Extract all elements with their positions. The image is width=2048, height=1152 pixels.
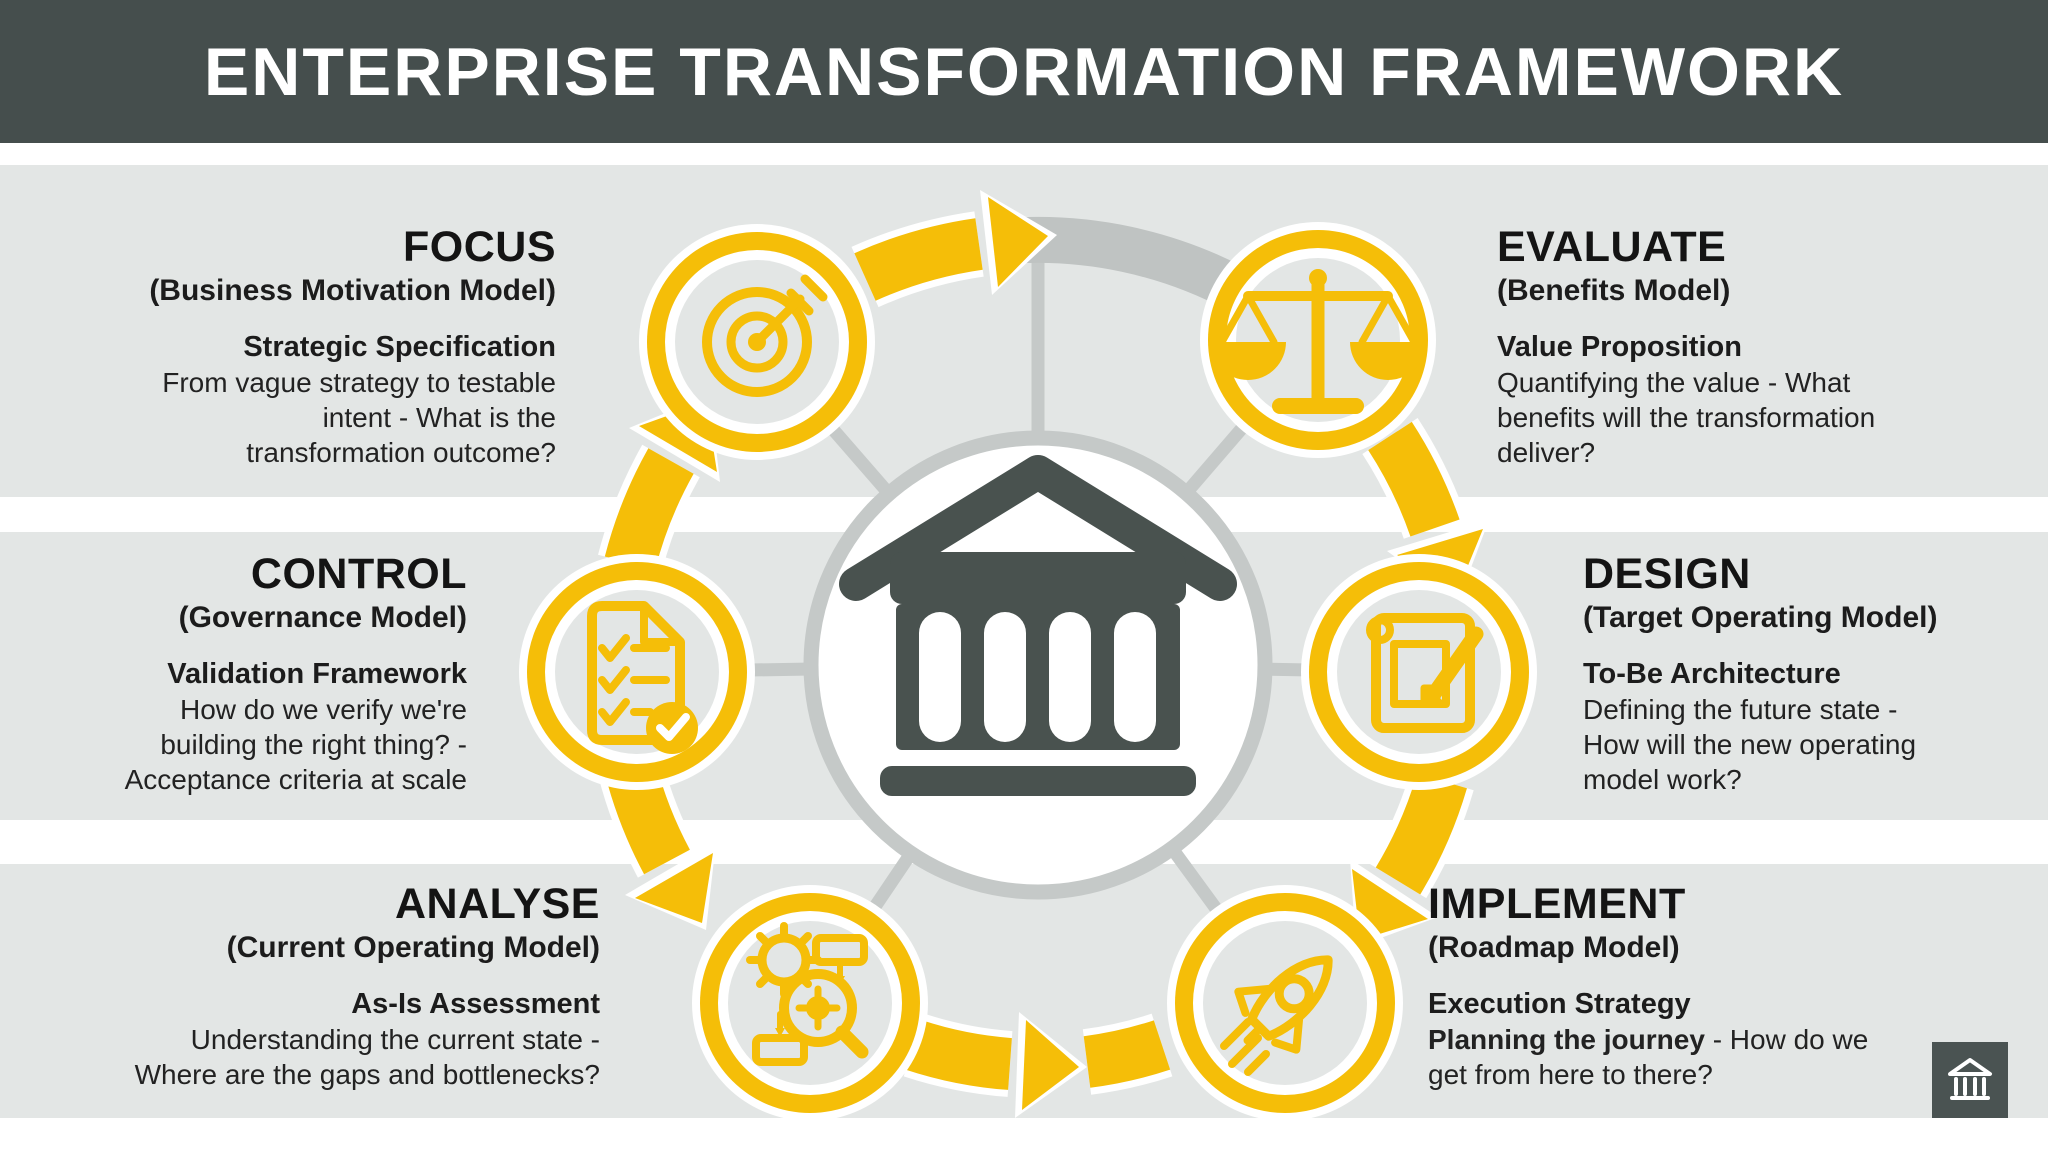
- stage-implement-model: (Roadmap Model): [1428, 931, 1680, 964]
- arrow-analyse-to-implement: [903, 1012, 1173, 1118]
- header-bar: ENTERPRISE TRANSFORMATION FRAMEWORK: [0, 0, 2048, 143]
- stage-evaluate: EVALUATE (Benefits Model) Value Proposit…: [1497, 222, 1875, 470]
- node-design: [1301, 554, 1537, 790]
- bank-icon: [1948, 1058, 1992, 1100]
- stage-design-lead: To-Be Architecture: [1583, 658, 1841, 690]
- brand-logo: [1932, 1042, 2008, 1118]
- stage-evaluate-model: (Benefits Model): [1497, 274, 1731, 307]
- stage-control: CONTROL (Governance Model) Validation Fr…: [125, 549, 467, 797]
- stage-control-body: How do we verify we're building the righ…: [124, 694, 467, 795]
- stage-focus-body: From vague strategy to testable intent -…: [162, 367, 556, 468]
- stage-analyse-body: Understanding the current state - Where …: [134, 1024, 600, 1090]
- scales-icon: [1210, 269, 1426, 414]
- stage-focus-model: (Business Motivation Model): [149, 274, 556, 307]
- stage-design-title: DESIGN: [1583, 550, 1751, 598]
- node-control: [519, 554, 755, 790]
- stage-focus: FOCUS (Business Motivation Model) Strate…: [149, 222, 556, 470]
- target-icon: [702, 274, 828, 397]
- stage-design-model: (Target Operating Model): [1583, 601, 1938, 634]
- gear-magnifier-icon: [746, 922, 869, 1066]
- checklist-icon: [587, 601, 698, 754]
- stage-evaluate-title: EVALUATE: [1497, 223, 1727, 271]
- stage-evaluate-body: Quantifying the value - What benefits wi…: [1497, 367, 1876, 468]
- stage-evaluate-lead: Value Proposition: [1497, 331, 1742, 363]
- stage-implement-body: Planning the journey - How do we get fro…: [1428, 1024, 1869, 1090]
- arrow-focus-to-evaluate: [851, 190, 1057, 308]
- stage-analyse-lead: As-Is Assessment: [351, 988, 600, 1020]
- stage-analyse: ANALYSE (Current Operating Model) As-Is …: [135, 879, 600, 1092]
- blueprint-pencil-icon: [1366, 613, 1484, 733]
- stage-control-lead: Validation Framework: [167, 658, 467, 690]
- stage-control-model: (Governance Model): [178, 601, 467, 634]
- stage-control-title: CONTROL: [250, 550, 467, 598]
- stage-focus-title: FOCUS: [403, 223, 556, 271]
- page-title: ENTERPRISE TRANSFORMATION FRAMEWORK: [203, 33, 1845, 110]
- stage-analyse-model: (Current Operating Model): [226, 931, 600, 964]
- arrow-control-to-analyse: [598, 758, 716, 930]
- bank-building-icon: [839, 455, 1237, 796]
- stage-design-body: Defining the future state - How will the…: [1583, 694, 1917, 795]
- stage-implement-title: IMPLEMENT: [1428, 880, 1686, 928]
- stage-analyse-title: ANALYSE: [394, 880, 600, 928]
- stage-implement-lead: Execution Strategy: [1428, 988, 1691, 1020]
- stage-design: DESIGN (Target Operating Model) To-Be Ar…: [1583, 549, 1937, 797]
- stage-implement: IMPLEMENT (Roadmap Model) Execution Stra…: [1428, 879, 1868, 1092]
- stage-focus-lead: Strategic Specification: [243, 331, 556, 363]
- rocket-icon: [1220, 955, 1333, 1076]
